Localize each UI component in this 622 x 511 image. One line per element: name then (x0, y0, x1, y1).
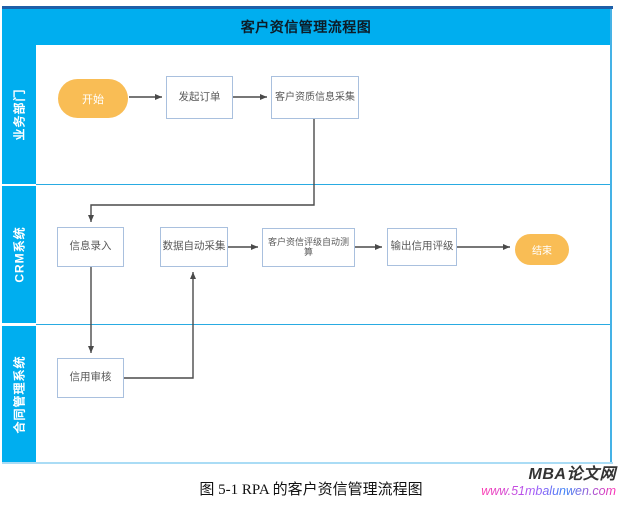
node-label: 开始 (82, 93, 104, 106)
node-collect-customer-info: 客户资质信息采集 (271, 76, 359, 119)
node-label: 客户资信评级自动测算 (267, 236, 349, 257)
diagram-top-border (2, 6, 613, 9)
node-auto-rating-calc: 客户资信评级自动测算 (262, 228, 355, 267)
node-label: 结束 (532, 246, 552, 257)
diagram-title: 客户资信管理流程图 (240, 19, 372, 35)
node-auto-data-collect: 数据自动采集 (160, 227, 228, 267)
node-initiate-order: 发起订单 (166, 76, 233, 119)
node-label: 发起订单 (178, 90, 221, 103)
swimlane-label-text: CRM系统 (12, 226, 27, 283)
node-output-credit-rating: 输出信用评级 (387, 228, 457, 266)
node-end: 结束 (515, 234, 569, 265)
diagram-bottom-border (2, 462, 613, 464)
swimlane-label-contract-system: 合同管理系统 (2, 326, 36, 463)
diagram-title-bar: 客户资信管理流程图 (2, 9, 610, 45)
watermark: MBA论文网 www.51mbalunwen.com (481, 466, 616, 499)
node-label: 数据自动采集 (162, 240, 226, 253)
watermark-site-name: MBA论文网 (528, 466, 616, 483)
swimlane-label-business-dept: 业务部门 (2, 45, 36, 184)
node-label: 信用审核 (69, 371, 112, 384)
node-start: 开始 (58, 79, 128, 118)
node-label: 客户资质信息采集 (275, 92, 355, 103)
swimlane-label-text: 合同管理系统 (12, 355, 27, 434)
node-label: 信息录入 (69, 240, 112, 253)
node-credit-review: 信用审核 (57, 358, 124, 398)
swimlane-label-crm-system: CRM系统 (2, 186, 36, 323)
lane-separator (36, 184, 610, 185)
node-label: 输出信用评级 (390, 240, 454, 253)
diagram-right-border (610, 9, 612, 463)
swimlane-label-text: 业务部门 (12, 88, 27, 141)
watermark-site-url: www.51mbalunwen.com (481, 484, 616, 499)
node-info-entry: 信息录入 (57, 227, 124, 267)
figure-caption: 图 5-1 RPA 的客户资信管理流程图 (199, 482, 423, 498)
lane-separator (36, 324, 610, 325)
